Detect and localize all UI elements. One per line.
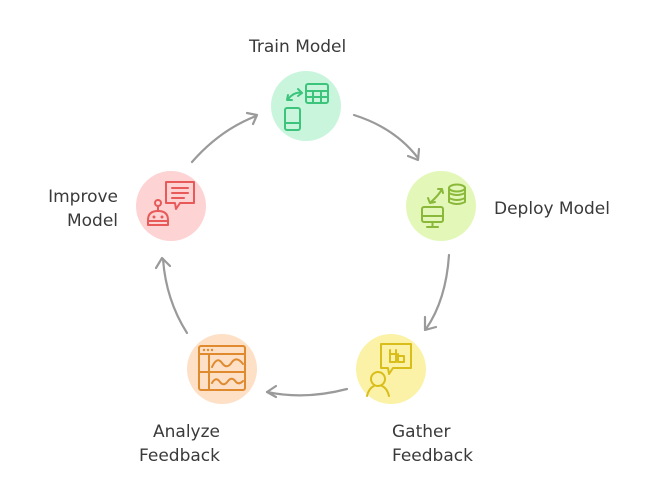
label-improve-model: Improve Model <box>30 185 118 233</box>
label-line: Analyze <box>153 422 220 442</box>
arrow-gather-to-analyze <box>265 384 349 399</box>
label-line: Deploy Model <box>494 199 610 219</box>
browser-waveform-icon <box>198 345 246 391</box>
robot-chat-icon <box>147 181 195 226</box>
label-line: Gather <box>392 422 451 442</box>
label-line: Feedback <box>139 446 220 466</box>
label-line: Model <box>66 211 118 231</box>
person-speech-bubble-icon <box>366 343 412 397</box>
label-line: Train Model <box>249 37 347 57</box>
node-improve-model[interactable] <box>136 171 206 241</box>
label-line: Improve <box>48 187 118 207</box>
label-analyze-feedback: Analyze Feedback <box>130 420 220 468</box>
node-analyze-feedback[interactable] <box>187 334 257 404</box>
label-gather-feedback: Gather Feedback <box>392 420 473 468</box>
label-line: Feedback <box>392 446 473 466</box>
phone-table-sync-icon <box>284 83 329 131</box>
arrow-deploy-to-gather <box>423 253 451 332</box>
node-train-model[interactable] <box>271 71 341 141</box>
arrow-train-to-deploy <box>352 113 421 162</box>
node-deploy-model[interactable] <box>406 171 476 241</box>
label-train-model: Train Model <box>249 35 346 59</box>
label-deploy-model: Deploy Model <box>494 197 610 221</box>
arrow-analyze-to-improve <box>154 256 189 335</box>
arrow-improve-to-train <box>190 111 259 164</box>
node-gather-feedback[interactable] <box>356 334 426 404</box>
monitor-database-sync-icon <box>421 183 466 228</box>
